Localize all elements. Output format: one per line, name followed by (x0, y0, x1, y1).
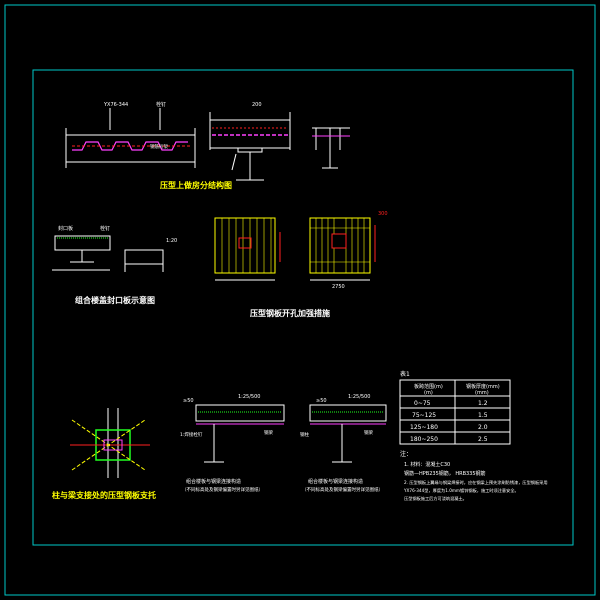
table-cell: 2.0 (478, 424, 488, 431)
detail-top-beam: 200 (209, 102, 291, 181)
table-cell: 2.5 (478, 436, 488, 443)
mid-dim-300: 300 (378, 211, 388, 217)
title-top: 压型上做房分结构图 (160, 180, 232, 190)
note-line: YX76-344型，厚度为1.0mm镀锌钢板，施工时须注意安全。 (403, 487, 519, 494)
table-cell: 1.5 (478, 412, 488, 419)
table-header-0-unit: (m) (424, 390, 433, 396)
table-header-0: 板跨范围(m) (414, 383, 443, 390)
top-mid-dim: 200 (252, 102, 262, 108)
notes-heading: 注： (400, 450, 412, 458)
table-cell: 1.2 (478, 400, 488, 407)
table-caption: 表1 (400, 370, 410, 378)
title-bottom-right: 组合楼板与钢梁连接构造 (308, 478, 363, 485)
top-anno-a: YX76-344 (103, 102, 128, 108)
subtitle-bottom-right: （不同标高处及钢梁偏置时另详见图纸） (302, 486, 383, 493)
top-anno-c: 钢筋桁架 (150, 143, 168, 150)
detail-mid-grid-1 (214, 217, 281, 281)
detail-mid-grid-2: 2750 300 (309, 211, 388, 290)
bottom-right-col: 钢柱 (300, 431, 309, 438)
detail-bottom-left (70, 408, 150, 478)
notes-block: 注： 1. 材料：混凝土C30 钢筋—HPB235钢筋， HRB335钢筋 2.… (400, 450, 548, 502)
bottom-right-beam: 钢梁 (364, 429, 373, 436)
detail-mid-left: 封口板 栓钉 1:20 (52, 225, 177, 272)
title-mid-right: 压型钢板开孔加强措施 (250, 308, 330, 318)
title-bottom-mid: 组合楼板与钢梁连接构造 (186, 478, 241, 485)
table-header-1-unit: (mm) (475, 390, 489, 396)
table-cell: 125~180 (410, 424, 438, 431)
outer-frame (4, 4, 596, 596)
detail-top-profile (312, 127, 350, 169)
table-cell: 75~125 (412, 412, 436, 419)
mid-anno-a: 封口板 (58, 225, 73, 232)
bottom-right-dim: ≥50 (316, 398, 327, 404)
note-line: 2. 压型钢板上翼缘与钢梁焊接时，应在钢梁上预先涂刷防锈漆，压型钢板采用 (404, 479, 548, 486)
bottom-mid-slope: 1:25/500 (238, 394, 260, 400)
mid-anno-dim: 1:20 (166, 238, 177, 244)
mid-dim-2750: 2750 (332, 284, 345, 290)
bottom-mid-beam: 钢梁 (264, 429, 273, 436)
note-line: 压型钢板施工后方可浇筑混凝土。 (404, 495, 467, 502)
detail-bottom-right: ≥50 1:25/500 钢柱 钢梁 (300, 394, 387, 463)
detail-bottom-mid: ≥50 1:25/500 1:焊接栓钉 钢梁 (180, 394, 285, 463)
detail-top-slab: YX76-344 栓钉 钢筋桁架 (65, 101, 196, 168)
table-cell: 0~75 (414, 400, 431, 407)
title-mid-left: 组合楼盖封口板示意图 (75, 295, 155, 305)
subtitle-bottom-mid: （不同标高处及钢梁偏置时另详见图纸） (182, 486, 263, 493)
note-line: 1. 材料：混凝土C30 (404, 461, 450, 468)
thickness-table: 表1 板跨范围(m) (m) 钢板厚度(mm) (mm) 0~75 1.2 75… (399, 370, 511, 445)
bottom-mid-weld: 1:焊接栓钉 (180, 431, 203, 438)
title-bottom-left: 柱与梁支接处的压型钢板支托 (52, 490, 156, 500)
mid-anno-b: 栓钉 (100, 225, 110, 232)
inner-frame (32, 69, 574, 546)
table-cell: 180~250 (410, 436, 438, 443)
top-anno-b: 栓钉 (156, 101, 166, 108)
table-header-1: 钢板厚度(mm) (466, 383, 500, 390)
note-line: 钢筋—HPB235钢筋， HRB335钢筋 (404, 470, 486, 477)
bottom-right-slope: 1:25/500 (348, 394, 370, 400)
bottom-mid-dim: ≥50 (183, 398, 194, 404)
